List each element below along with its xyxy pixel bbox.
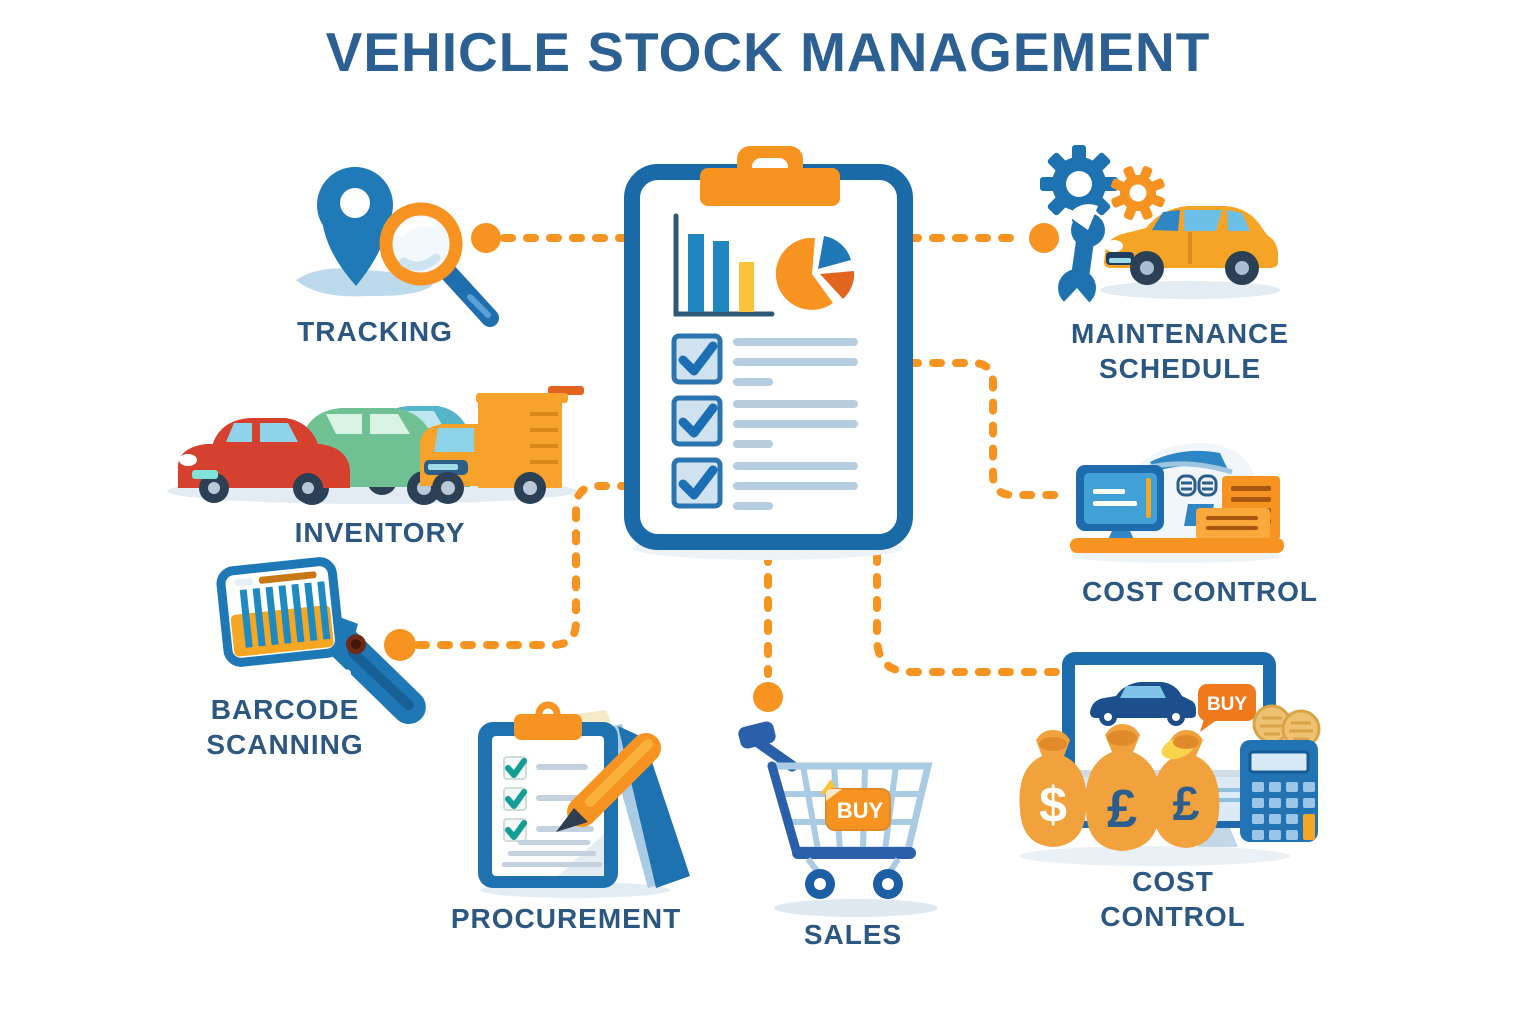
buy-tag: BUY xyxy=(820,779,891,831)
label-inventory: INVENTORY xyxy=(294,517,466,548)
buy-speech-bubble: BUY xyxy=(1198,684,1256,732)
money-bags-icon: $ £ £ xyxy=(1019,724,1220,851)
money-symbol: £ xyxy=(1107,779,1137,839)
wrench-icon xyxy=(1058,204,1105,314)
inventory-icon xyxy=(167,386,584,505)
clipboard-checklist-icon xyxy=(624,146,913,560)
connector-end-dots xyxy=(384,223,1059,712)
money-symbol: $ xyxy=(1039,777,1067,833)
label-cost-control: COST CONTROL xyxy=(1082,576,1318,607)
connector-barcode-clipboard xyxy=(414,482,628,649)
gear-icon-small xyxy=(1111,166,1165,220)
label-tracking: TRACKING xyxy=(297,316,453,347)
shopping-cart-icon: BUY xyxy=(738,721,938,917)
screen-car xyxy=(1090,682,1196,726)
gear-icon xyxy=(1040,145,1118,223)
label-barcode-scanning: BARCODE SCANNING xyxy=(206,694,364,760)
connector-clipboard-costcontrol2 xyxy=(873,550,1137,676)
magnifier-icon xyxy=(379,202,499,327)
cost-control-bottom-icon: BUY xyxy=(1019,652,1321,866)
screen-buy-label: BUY xyxy=(1207,694,1247,715)
tracking-icon xyxy=(296,167,499,327)
money-bag-dollar: $ xyxy=(1019,730,1087,847)
procurement-checklist xyxy=(502,756,602,867)
orange-truck xyxy=(419,386,584,504)
checklist-row xyxy=(671,395,858,448)
maintenance-schedule-icon xyxy=(1040,145,1280,314)
money-symbol: £ xyxy=(1173,778,1200,831)
checklist-rows xyxy=(671,333,858,510)
monitor-icon xyxy=(1076,465,1164,548)
pie-chart-icon xyxy=(775,236,855,310)
checklist-row xyxy=(671,457,858,510)
label-procurement: PROCUREMENT xyxy=(450,903,682,934)
buy-tag-label: BUY xyxy=(837,798,884,823)
money-bag-pound-2: £ xyxy=(1152,730,1220,848)
cost-control-icon xyxy=(1070,443,1284,563)
connector-lines xyxy=(414,234,1137,678)
maintenance-car xyxy=(1104,206,1278,285)
label-maintenance-schedule: MAINTENANCE SCHEDULE xyxy=(1071,318,1289,384)
page-title: VEHICLE STOCK MANAGEMENT xyxy=(325,21,1211,83)
connector-clipboard-costcontrol xyxy=(906,359,1072,499)
procurement-icon xyxy=(478,701,690,898)
orange-documents xyxy=(1184,476,1280,540)
calculator-icon xyxy=(1240,740,1318,842)
barcode-scanner-icon xyxy=(216,557,426,725)
bar-chart-icon xyxy=(673,213,775,317)
location-pin-icon xyxy=(317,167,393,286)
car-grille xyxy=(1176,474,1218,497)
label-sales: SALES xyxy=(803,919,903,950)
pencil-icon xyxy=(556,733,661,832)
checklist-row xyxy=(671,333,858,386)
money-bag-pound-1: £ xyxy=(1085,724,1161,851)
red-car xyxy=(177,418,350,503)
label-cost-control-2: COST CONTROL xyxy=(1100,866,1246,932)
